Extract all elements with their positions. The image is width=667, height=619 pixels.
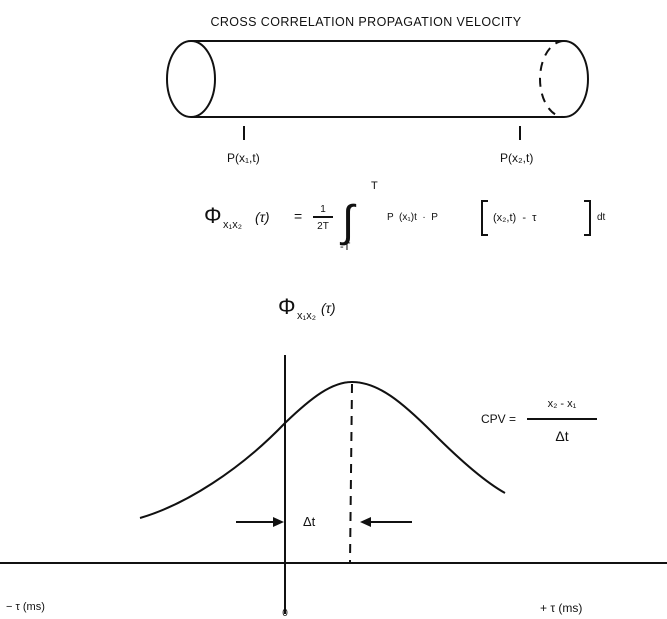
peak-dashed-line <box>349 383 353 564</box>
correlation-curve <box>139 380 506 519</box>
origin-label: 0 <box>282 608 288 619</box>
sensor-label-left: P(x₁,t) <box>227 151 260 165</box>
eq-integral-sign: ∫ <box>339 197 357 246</box>
cpv-denominator: Δt <box>555 428 568 444</box>
cross-correlation-equation: Φ x₁x₂ (τ) = 1 2T ∫ T -T P (x₁)t · P (x₂… <box>204 180 606 253</box>
eq-lower-limit: -T <box>340 241 351 253</box>
curve-label-phi: Φ <box>278 294 296 319</box>
sensor-label-right: P(x₂,t) <box>500 151 533 165</box>
eq-integrand-second: (x₂,t) - τ <box>493 212 537 224</box>
delta-arrow-right-head <box>360 517 371 527</box>
pipe-left-end <box>166 40 216 118</box>
axis-label-positive: + τ (ms) <box>540 601 582 615</box>
eq-phi-subscript: x₁x₂ <box>223 219 242 231</box>
delta-arrow-left-head <box>273 517 284 527</box>
eq-upper-limit: T <box>371 180 378 192</box>
pipe-illustration: P(x₁,t) P(x₂,t) <box>166 40 589 165</box>
pipe-right-end-hidden <box>539 40 565 118</box>
eq-phi-symbol: Φ <box>204 203 222 228</box>
eq-fraction-denominator: 2T <box>317 221 329 232</box>
cpv-label: CPV = <box>481 412 516 426</box>
correlation-plot: Φ x₁x₂ (τ) Δt CPV = x₂ - x₁ Δt − τ (ms) … <box>0 294 667 619</box>
delta-t-label: Δt <box>303 514 316 529</box>
axis-label-negative: − τ (ms) <box>6 601 45 613</box>
cpv-numerator: x₂ - x₁ <box>548 398 577 410</box>
eq-differential: dt <box>597 212 606 223</box>
diagram-title: CROSS CORRELATION PROPAGATION VELOCITY <box>210 15 521 29</box>
curve-label-subscript: x₁x₂ <box>297 310 316 322</box>
eq-left-bracket <box>481 200 488 236</box>
pipe-right-end-front <box>563 40 589 118</box>
eq-integrand-first: P (x₁)t · P <box>387 212 438 223</box>
eq-fraction-numerator: 1 <box>320 204 326 215</box>
eq-phi-argument: (τ) <box>255 209 270 225</box>
eq-equals: = <box>294 208 302 224</box>
curve-label-argument: (τ) <box>321 300 336 316</box>
eq-right-bracket <box>584 200 591 236</box>
